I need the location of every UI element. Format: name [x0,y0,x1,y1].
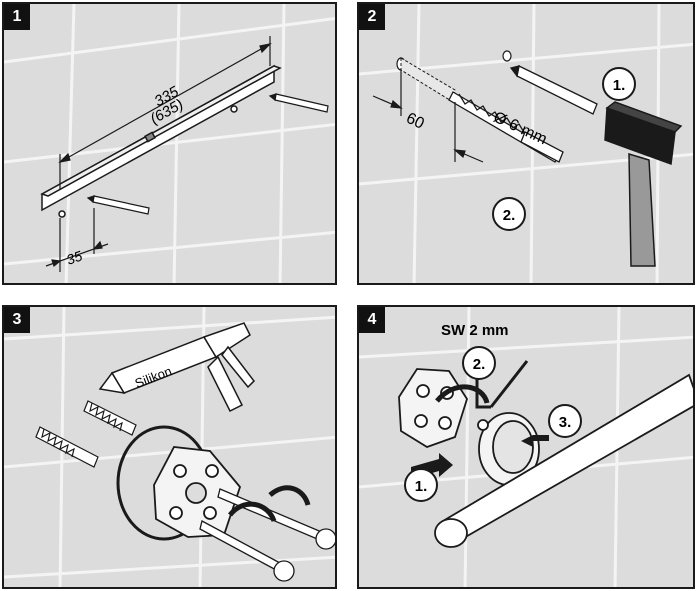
substep-1-marker [404,468,438,502]
step-3-panel: 3 Silikon [2,305,337,589]
step-4-panel: 4 SW 2 mm [357,305,695,589]
step-1-badge: 1 [4,4,30,30]
step-1-illustration: 335 (635) 35 [4,4,335,283]
allen-key [475,371,491,409]
substep-3-label: 3. [559,414,572,431]
tile-grid [4,4,335,283]
substep-2-marker [492,197,526,231]
hammer [604,101,683,267]
screw-2 [199,520,295,582]
step-2-illustration: 60 Ø 6 mm 1. 2. [359,4,693,283]
pencil-left [86,195,150,215]
step-1-panel: 1 [2,2,337,285]
step-4-illustration: SW 2 mm 1. 2. 3. [359,307,693,587]
wall-plug-1 [83,400,137,436]
drill-bit [448,91,564,163]
depth-dimension [372,70,484,163]
offset-dimension [45,208,109,272]
silicone-gun [98,322,255,413]
drill-template-bar [40,64,282,218]
towel-rail [434,373,693,548]
mounting-plate [398,368,468,448]
depth-label: 60 [403,110,426,133]
offset-label: 35 [64,247,84,267]
substep-1-label: 1. [613,77,626,94]
allen-key-handle [489,360,529,408]
substep-1-label: 1. [415,478,428,495]
step-3-illustration: Silikon [4,307,335,587]
substep-3-marker [548,404,582,438]
tile-grid [4,307,335,587]
wall-rosette [477,412,540,486]
slide-arrow-icon [521,435,549,447]
center-punch [509,65,598,115]
step-3-badge: 3 [4,307,30,333]
substep-2-label: 2. [473,356,486,373]
step-2-panel: 2 60 Ø 6 mm [357,2,695,285]
rotate-arrow-icon [435,384,490,404]
substep-2-label: 2. [503,207,516,224]
substep-2-marker [462,346,496,380]
wall-plug-2 [35,426,99,468]
punch-mark [502,50,512,62]
length-dimension [58,36,272,189]
step-2-badge: 2 [359,4,385,30]
rotate-arrow-1-icon [228,501,277,523]
substep-1-marker [602,67,636,101]
hole-channel [400,57,456,103]
rotate-arrow-2-icon [268,485,311,506]
wrench-size-label: SW 2 mm [441,322,509,339]
pencil-right [268,93,329,113]
step-4-badge: 4 [359,307,385,333]
